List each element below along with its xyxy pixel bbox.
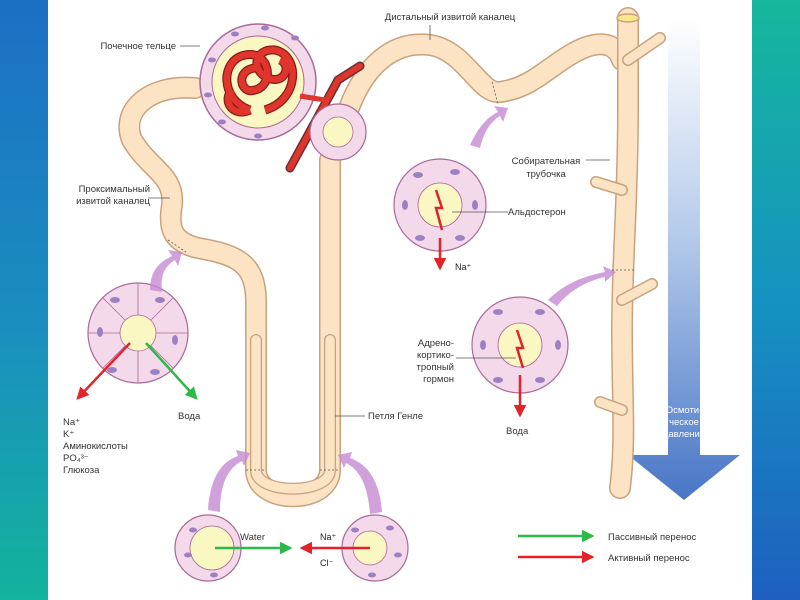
label-proximal-tubule-1: Проксимальный	[79, 184, 150, 195]
label-acth-3: тропный	[417, 362, 454, 373]
right-border	[752, 0, 800, 600]
reabsorbed-item: Na⁺	[63, 417, 80, 428]
label-na-loop: Na⁺	[320, 532, 337, 542]
left-border	[0, 0, 48, 600]
label-osmotic-1: Осмоти-	[666, 405, 703, 416]
label-collecting-duct-1: Собирательная	[512, 156, 581, 167]
reabsorbed-item: PO₄³⁻	[63, 453, 89, 464]
label-na-distal: Na⁺	[455, 262, 472, 272]
reabsorbed-item: Глюкоза	[63, 465, 100, 476]
proximal-cross-section	[87, 282, 189, 384]
label-aldosterone: Альдостерон	[508, 207, 566, 218]
label-distal-tubule: Дистальный извитой каналец	[385, 12, 516, 23]
active-arrow-proximal	[76, 342, 131, 400]
collecting-cross-section	[471, 296, 569, 418]
label-loop-henle: Петля Генле	[368, 411, 423, 422]
label-water-proximal: Вода	[178, 411, 201, 422]
label-cl-loop: Cl⁻	[320, 558, 333, 568]
label-water-collecting: Вода	[506, 426, 529, 437]
label-collecting-duct-2: трубочка	[526, 169, 566, 180]
legend: Пассивный перенос Активный перенос	[518, 529, 697, 564]
loop-left-cross-section	[174, 514, 242, 582]
label-renal-corpuscle: Почечное тельце	[100, 41, 176, 52]
passive-arrow-proximal	[145, 342, 198, 400]
distal-cross-section	[393, 158, 487, 271]
renal-corpuscle	[199, 23, 317, 141]
loop-right-cross-section	[341, 514, 409, 582]
macula-densa-cross-section	[309, 103, 367, 161]
legend-active-label: Активный перенос	[608, 553, 690, 564]
reabsorbed-item: Аминокислоты	[63, 441, 128, 452]
label-acth-2: кортико-	[417, 350, 454, 361]
label-acth-4: гормон	[423, 374, 454, 385]
blood-vessels	[285, 61, 365, 173]
label-osmotic-2: ческое	[669, 417, 699, 428]
section-pointer-arrows	[150, 106, 616, 514]
leader-lines	[148, 25, 610, 417]
tubules	[118, 7, 666, 508]
label-proximal-tubule-2: извитой каналец	[76, 196, 150, 207]
label-acth-1: Адрено-	[418, 338, 454, 349]
reabsorbed-item: K⁺	[63, 429, 74, 440]
label-water-en: Water	[240, 532, 265, 543]
label-osmotic-3: давление	[663, 429, 705, 440]
legend-passive-label: Пассивный перенос	[608, 532, 697, 543]
osmotic-pressure-arrow	[628, 18, 740, 500]
